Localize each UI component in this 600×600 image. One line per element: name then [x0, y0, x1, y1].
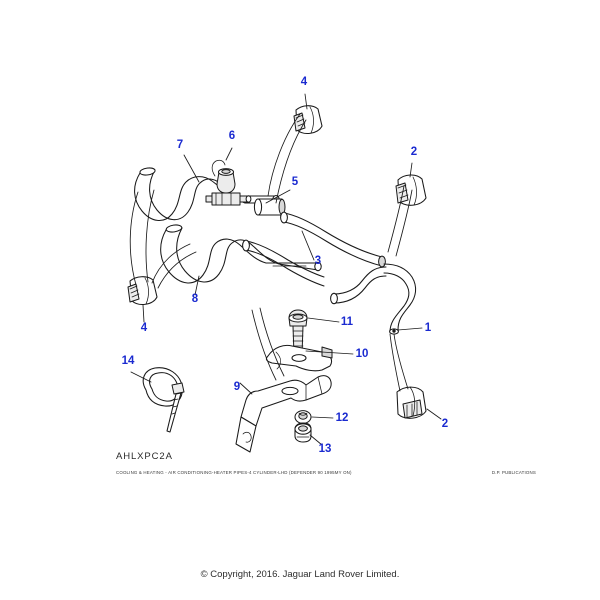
callout-2b: 2 — [442, 418, 448, 430]
caption-publisher: D.P. PUBLICATIONS — [491, 470, 536, 475]
callout-11: 11 — [341, 316, 354, 328]
callout-3: 3 — [315, 255, 321, 267]
callout-13: 13 — [319, 443, 332, 455]
part-cable-tie — [142, 367, 185, 433]
part-hose-clamp-lower-right — [396, 386, 427, 419]
part-heater-hose-lower-right — [330, 263, 417, 335]
caption-title: COOLING & HEATING - AIR CONDITIONING-HEA… — [116, 470, 352, 475]
callout-14: 14 — [122, 355, 135, 367]
callout-12: 12 — [336, 412, 349, 424]
drawing-code: AHLXPC2A — [116, 451, 173, 462]
callout-8: 8 — [192, 293, 199, 305]
callout-1: 1 — [425, 322, 432, 334]
part-heater-hose-centre-pair — [242, 211, 386, 287]
leader-lines — [129, 93, 442, 446]
part-rubber-mount — [294, 422, 312, 443]
caption-row: COOLING & HEATING - AIR CONDITIONING-HEA… — [116, 470, 536, 475]
part-water-valve — [205, 159, 252, 206]
callout-7: 7 — [177, 139, 183, 151]
callout-10: 10 — [356, 348, 369, 360]
part-hose-clip-left — [127, 276, 158, 306]
copyright-notice: © Copyright, 2016. Jaguar Land Rover Lim… — [200, 569, 400, 580]
callout-9: 9 — [234, 381, 240, 393]
part-hose-clip-top — [293, 105, 323, 135]
callout-6: 6 — [229, 130, 235, 142]
callout-numbers: 1 2 2 3 4 4 5 6 7 8 9 10 11 12 13 14 — [122, 76, 449, 455]
callout-4a: 4 — [301, 76, 308, 88]
part-washer-grommet — [294, 410, 312, 424]
callout-5: 5 — [292, 176, 299, 188]
part-mounting-bracket — [235, 375, 332, 453]
part-hose-clamp-upper-right — [395, 174, 427, 206]
callout-2a: 2 — [411, 146, 417, 158]
callout-4b: 4 — [141, 322, 148, 334]
